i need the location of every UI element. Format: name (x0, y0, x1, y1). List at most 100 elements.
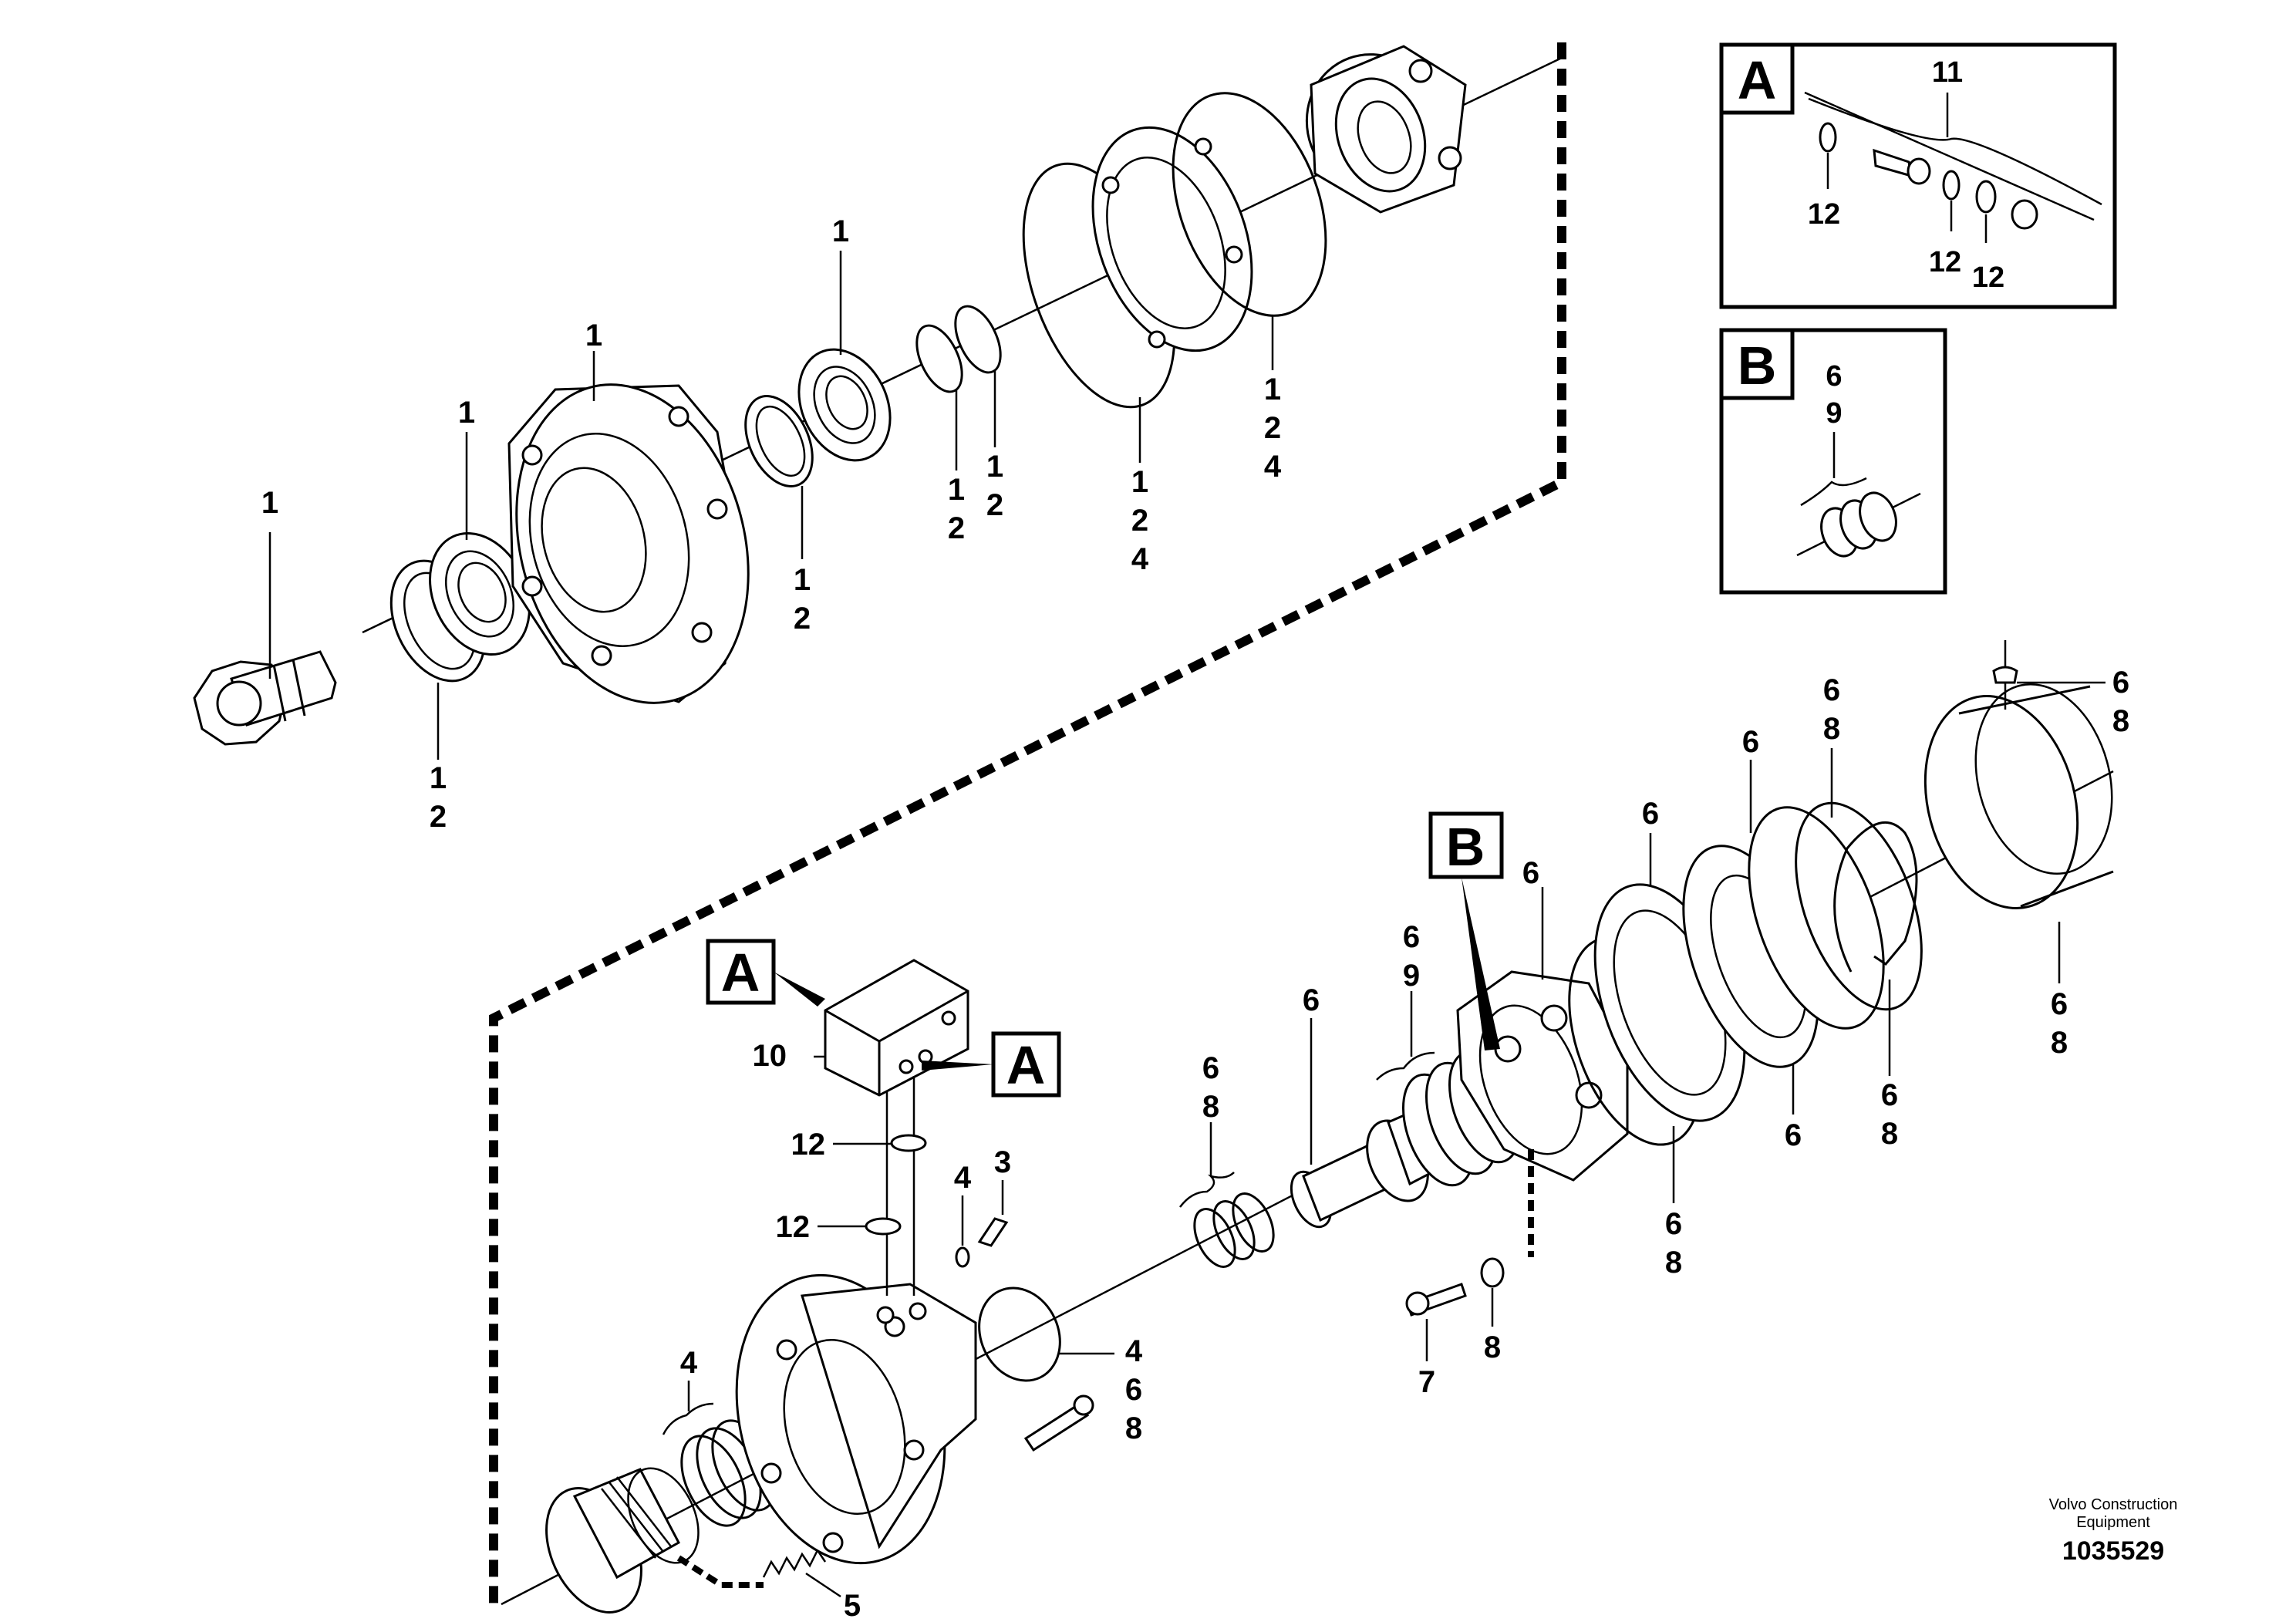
callout-seal-set-8: 8 (1202, 1090, 1219, 1124)
callout-ring-gear-4: 4 (1131, 542, 1149, 576)
thin-rings (915, 305, 1002, 393)
callout-plug-6: 6 (2112, 666, 2129, 700)
seal-set-68 (1179, 1122, 1275, 1268)
callout-oring-468-8: 8 (1125, 1411, 1142, 1445)
figure-number: 1035529 (2062, 1536, 2164, 1566)
footer: Volvo Construction Equipment 1035529 (2049, 1496, 2178, 1566)
callout-oring-68-b-6: 6 (1823, 673, 1840, 707)
oring-upper (890, 1134, 927, 1152)
callout-shaft: 1 (261, 486, 278, 520)
snap-ring-68 (1833, 821, 1918, 973)
callout-seal-set-6: 6 (1202, 1051, 1219, 1085)
inset-a-callout-12-left: 12 (1808, 198, 1840, 231)
callout-seal-a-1: 1 (430, 761, 447, 795)
inset-a-callout-12-mid: 12 (1929, 246, 1961, 278)
callout-ring-b-2: 2 (986, 488, 1003, 522)
ring-gear (1091, 126, 1253, 352)
callout-ring-gear-1: 1 (1131, 465, 1148, 499)
callout-carrier-6: 6 (1522, 856, 1539, 890)
brand-line-2: Equipment (2076, 1514, 2150, 1531)
inset-a-letter: A (1738, 50, 1777, 110)
seal-ring-mid (744, 395, 814, 487)
inset-a-callout-11: 11 (1932, 56, 1963, 89)
sleeve-68 (1923, 683, 2114, 983)
callout-sleeve-8: 8 (2051, 1026, 2068, 1060)
callout-bolt-3: 3 (994, 1145, 1011, 1179)
callout-plate-6-c: 6 (1742, 725, 1759, 759)
callout-oring-large-1: 1 (1264, 373, 1281, 406)
callout-plate-6-a: 6 (1642, 797, 1659, 831)
inset-a: A 11 12 12 12 (1719, 42, 2117, 309)
callout-seal-b-1: 1 (794, 563, 811, 597)
o-ring-right (1172, 92, 1327, 317)
letter-ref-b: B (1428, 811, 1504, 1050)
callout-valve-block: 10 (753, 1039, 787, 1073)
callout-snapring-6: 6 (1881, 1078, 1898, 1112)
pinion-shaft (193, 650, 337, 746)
callout-shaft-6: 6 (1303, 983, 1320, 1017)
callout-housing: 1 (585, 319, 602, 352)
letter-ref-a-right: A (922, 1031, 1061, 1098)
inset-a-oring-1 (1819, 122, 1837, 153)
housing (507, 383, 750, 704)
callout-oring-lower: 12 (776, 1210, 811, 1244)
callout-oring-large-2: 2 (1264, 411, 1281, 445)
inset-b-letter: B (1738, 336, 1777, 396)
small-spring (676, 1548, 841, 1598)
callout-rings-69-9: 9 (1403, 959, 1420, 993)
motor-housing (735, 1273, 977, 1565)
inset-b-callout-6: 6 (1826, 360, 1842, 393)
plug-68 (1992, 640, 2106, 710)
callout-seal-b-2: 2 (794, 602, 811, 636)
callout-bearing-b: 1 (832, 214, 849, 248)
brand-line-1: Volvo Construction (2049, 1496, 2178, 1513)
inset-b-ring-3 (1859, 491, 1897, 542)
washer-8 (1480, 1257, 1505, 1288)
oring-lower (865, 1217, 902, 1236)
svg-text:B: B (1446, 817, 1485, 877)
top-callouts: 1 1 2 1 1 1 2 1 1 2 1 2 1 2 4 1 2 4 (261, 214, 1282, 834)
callout-rings-69-6: 6 (1403, 920, 1420, 954)
plate-6-c (1748, 760, 1885, 1030)
bearing-mid (797, 348, 892, 462)
callout-sleeve-6: 6 (2051, 987, 2068, 1021)
callout-oring-468-6: 6 (1125, 1373, 1142, 1407)
callout-spring-5: 5 (844, 1589, 861, 1622)
inset-b-callout-9: 9 (1826, 397, 1842, 430)
callout-ring-a-1: 1 (948, 473, 965, 507)
assembly-boundary (489, 42, 1566, 1608)
svg-text:A: A (721, 943, 760, 1003)
end-cap (1305, 45, 1467, 214)
svg-text:A: A (1006, 1035, 1046, 1095)
top-assembly: 1 1 2 1 1 1 2 1 1 2 1 2 1 2 4 1 2 4 (193, 42, 1566, 1608)
housing-bolt (1023, 1401, 1090, 1452)
callout-bearing-a: 1 (458, 396, 475, 430)
callout-ring-6-b: 6 (1785, 1118, 1802, 1152)
valve-block (824, 959, 969, 1097)
callout-oring-large-4: 4 (1264, 450, 1282, 484)
callout-spring-set: 4 (680, 1346, 698, 1380)
top-leaders (268, 251, 1274, 760)
o-ring-468 (978, 1286, 1061, 1382)
brake-piston (545, 1467, 700, 1614)
inset-b: B 6 9 (1719, 328, 1947, 595)
callout-bolt-7: 7 (1418, 1365, 1435, 1399)
spring-set (662, 1381, 777, 1527)
callout-oring-468-4: 4 (1125, 1334, 1143, 1368)
callout-oring-68-a-6: 6 (1665, 1207, 1682, 1241)
callout-ring-gear-2: 2 (1131, 504, 1148, 538)
o-ring-68-b (1795, 801, 1923, 1011)
bearing-left (429, 531, 531, 656)
callout-seal-a-2: 2 (430, 800, 447, 834)
inset-a-callout-12-right: 12 (1972, 261, 2004, 294)
planet-carrier (1456, 887, 1629, 1182)
callout-snapring-8: 8 (1881, 1117, 1898, 1151)
callout-washer-8: 8 (1484, 1330, 1501, 1364)
callout-ring-b-1: 1 (986, 450, 1003, 484)
callout-washer-4: 4 (954, 1161, 972, 1195)
callout-oring-upper: 12 (791, 1128, 826, 1162)
bolt-3 (977, 1217, 1009, 1247)
callout-ring-a-2: 2 (948, 511, 965, 545)
letter-ref-a-left: A (706, 939, 825, 1007)
